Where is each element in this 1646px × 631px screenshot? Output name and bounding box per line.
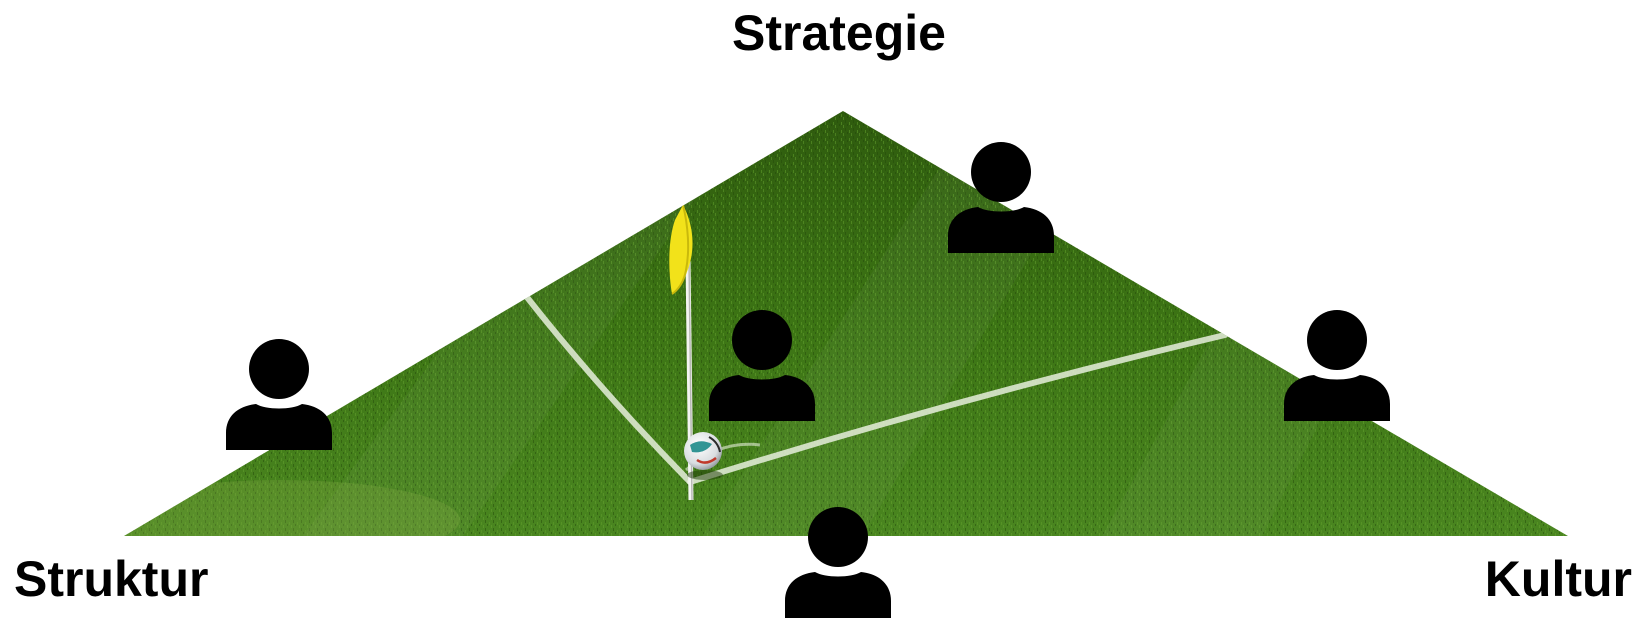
football-icon (684, 432, 723, 480)
label-strategie: Strategie (732, 5, 946, 61)
label-struktur: Struktur (14, 551, 209, 607)
label-kultur: Kultur (1484, 551, 1632, 607)
person-icon (709, 309, 815, 421)
person-icon (785, 506, 891, 618)
person-icon (1284, 309, 1390, 421)
person-icon (948, 141, 1054, 253)
person-icon (226, 338, 332, 450)
